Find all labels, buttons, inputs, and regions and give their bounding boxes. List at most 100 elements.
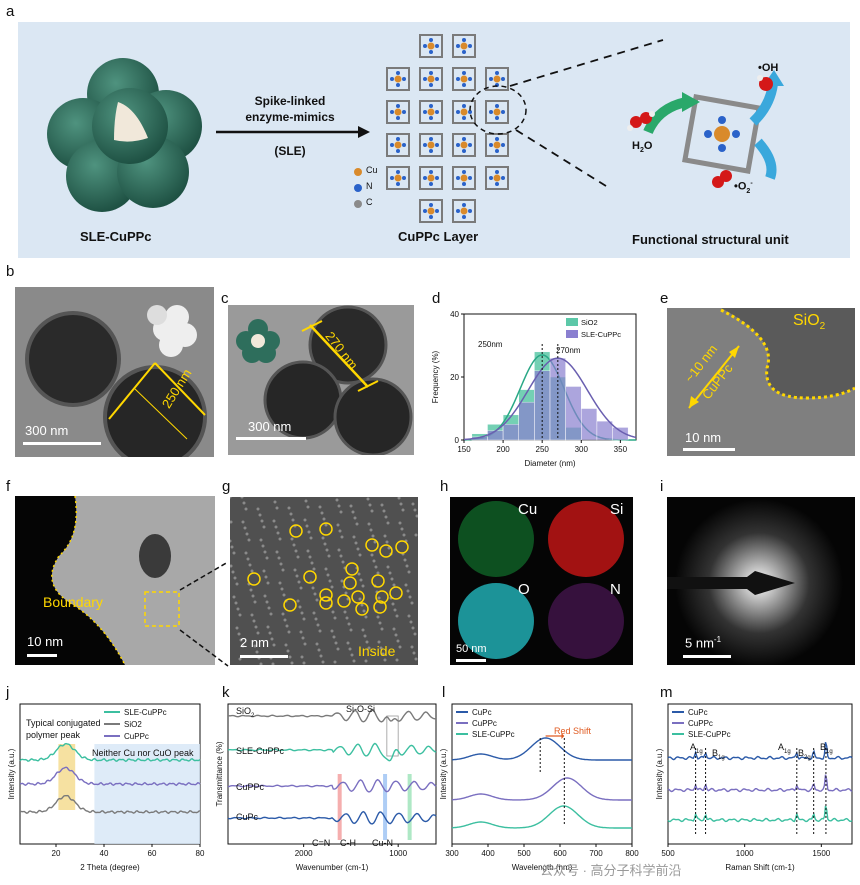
- scale-label-e: 10 nm: [685, 430, 722, 445]
- panel-a-schematic: SLE-CuPPc Spike-linked enzyme-mimics (SL…: [18, 22, 850, 258]
- lattice-fringe-dot: [286, 649, 290, 653]
- raman-series-line: [667, 805, 853, 823]
- lattice-fringe-dot: [364, 659, 368, 663]
- lattice-fringe-dot: [337, 504, 341, 508]
- atom-circle: [319, 522, 333, 536]
- lattice-n-atom: [462, 137, 466, 141]
- lattice-fringe-dot: [395, 658, 399, 662]
- legend-label: CuPPc: [472, 719, 497, 728]
- legend-label: SLE-CuPPc: [124, 708, 167, 717]
- chart-frame: [227, 703, 437, 845]
- histogram-bar: [487, 430, 504, 441]
- lattice-unit: [419, 166, 443, 190]
- lattice-n-atom: [402, 77, 406, 81]
- y-axis-label: Intensity (a.u.): [439, 748, 448, 799]
- lattice-cu-atom: [460, 207, 468, 215]
- lattice-fringe-dot: [333, 616, 337, 620]
- lattice-fringe-dot: [281, 568, 285, 572]
- lattice-fringe-dot: [334, 641, 338, 645]
- lattice-fringe-dot: [276, 531, 280, 535]
- lattice-fringe-dot: [382, 509, 386, 513]
- atom-circle: [389, 586, 403, 600]
- lattice-fringe-dot: [332, 635, 336, 639]
- x-tick-label: 800: [625, 849, 639, 858]
- element-label-cu: Cu: [518, 501, 538, 518]
- chart-k-label-sle: SLE-CuPPc: [236, 746, 285, 756]
- material-label-e: SiO2: [793, 312, 826, 333]
- lattice-fringe-dot: [326, 573, 330, 577]
- saed-i-svg: [667, 499, 843, 665]
- lattice-n-atom: [390, 176, 394, 180]
- lattice-fringe-dot: [348, 647, 352, 651]
- lattice-n-atom: [462, 149, 466, 153]
- lattice-fringe-dot: [393, 608, 397, 612]
- lattice-fringe-dot: [266, 581, 270, 585]
- lattice-fringe-dot: [244, 551, 248, 555]
- xrd-series-line: [19, 742, 201, 763]
- hrtem-g-svg: [230, 497, 418, 665]
- lattice-unit: [452, 100, 476, 124]
- lattice-unit: [485, 100, 509, 124]
- lattice-fringe-dot: [233, 576, 237, 580]
- x-tick-label: 400: [481, 849, 495, 858]
- lattice-fringe-dot: [312, 611, 316, 615]
- panel-label-h: h: [440, 478, 449, 495]
- lattice-fringe-dot: [322, 517, 326, 521]
- chart-k-label-cuppc: CuPPc: [236, 782, 265, 792]
- lattice-fringe-dot: [237, 632, 241, 636]
- lattice-fringe-dot: [413, 632, 417, 636]
- lattice-fringe-dot: [378, 621, 382, 625]
- lattice-fringe-dot: [343, 610, 347, 614]
- lattice-fringe-dot: [230, 545, 234, 549]
- unit-n-atom: [718, 116, 726, 124]
- legend-label: SiO2: [124, 720, 142, 729]
- lattice-n-atom: [423, 44, 427, 48]
- lattice-n-atom: [489, 143, 493, 147]
- lattice-fringe-dot: [253, 600, 257, 604]
- panel-label-c: c: [221, 290, 229, 307]
- lattice-fringe-dot: [341, 560, 345, 564]
- lattice-fringe-dot: [313, 592, 317, 596]
- lattice-fringe-dot: [244, 507, 248, 511]
- lattice-fringe-dot: [391, 602, 395, 606]
- lattice-fringe-dot: [325, 548, 329, 552]
- lattice-fringe-dot: [271, 662, 275, 665]
- lattice-unit: [452, 133, 476, 157]
- chart-k-label-cupc: CuPc: [236, 812, 259, 822]
- lattice-cu-atom: [394, 108, 402, 116]
- lattice-fringe-dot: [308, 555, 312, 559]
- lattice-n-atom: [456, 44, 460, 48]
- legend-label: CuPc: [688, 708, 708, 717]
- lattice-fringe-dot: [330, 585, 334, 589]
- lattice-fringe-dot: [234, 601, 238, 605]
- lattice-fringe-dot: [383, 534, 387, 538]
- y-axis-label: Intensity (a.u.): [7, 748, 16, 799]
- lattice-n-atom: [423, 143, 427, 147]
- histogram-bar: [549, 357, 566, 441]
- lattice-cu-atom: [427, 108, 435, 116]
- chart-l-red-shift: Red Shift: [554, 726, 592, 736]
- lattice-n-atom: [501, 110, 505, 114]
- lattice-fringe-dot: [413, 508, 417, 512]
- uvvis-series-line: [451, 805, 632, 829]
- lattice-cu-atom: [460, 141, 468, 149]
- lattice-n-atom: [435, 143, 439, 147]
- panel-label-m: m: [660, 684, 673, 701]
- lattice-n-atom: [423, 77, 427, 81]
- lattice-fringe-dot: [275, 506, 279, 510]
- chart-j-annotation-1: Typical conjugated: [26, 718, 101, 728]
- tem-image-b: 250 nm 300 nm: [15, 287, 214, 457]
- functional-unit-label: Functional structural unit: [632, 232, 789, 247]
- legend-label: SLE-CuPPc: [688, 730, 731, 739]
- lattice-n-atom: [435, 77, 439, 81]
- lattice-fringe-dot: [330, 629, 334, 633]
- lattice-unit: [419, 199, 443, 223]
- lattice-fringe-dot: [407, 570, 411, 574]
- lattice-fringe-dot: [282, 593, 286, 597]
- lattice-fringe-dot: [360, 603, 364, 607]
- ftir-series-line: [227, 810, 437, 825]
- chart-j-annotation-2: polymer peak: [26, 730, 81, 740]
- lattice-fringe-dot: [363, 634, 367, 638]
- x-tick-label: 1000: [736, 849, 754, 858]
